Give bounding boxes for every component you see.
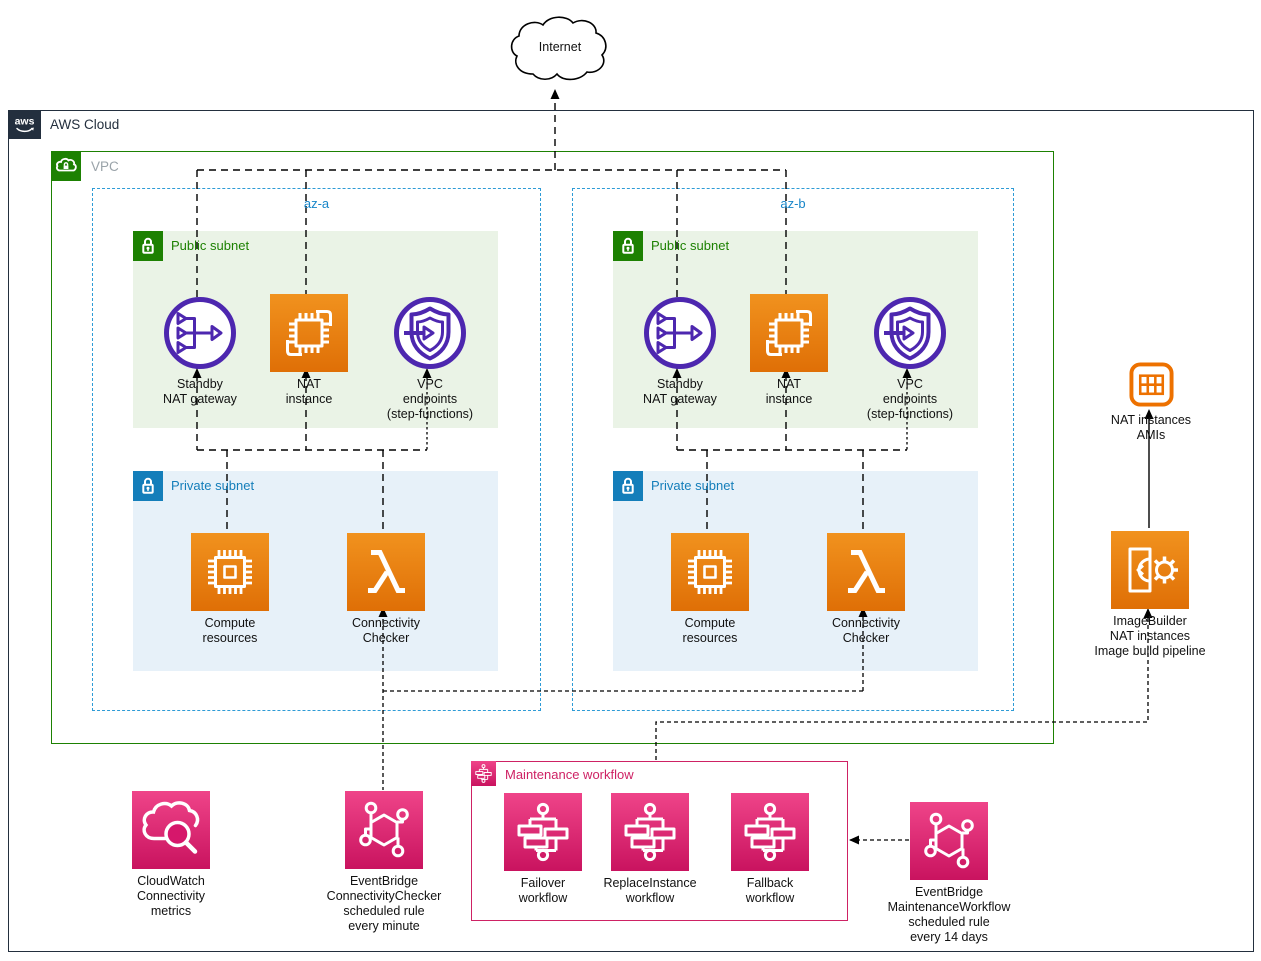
aws-logo-icon — [8, 110, 41, 139]
nat-gateway-icon — [641, 294, 719, 372]
lambda-icon — [827, 533, 905, 611]
step-functions-icon — [731, 793, 809, 871]
node-compute-resources: Compute resources — [635, 533, 785, 646]
nat-gateway-icon — [161, 294, 239, 372]
availability-zone-b: az-b Public subnet Private subnet Standb… — [572, 188, 1014, 711]
ec2-compute-icon — [671, 533, 749, 611]
step-functions-icon — [504, 793, 582, 871]
lambda-icon — [347, 533, 425, 611]
node-fallback-workflow: Fallback workflow — [695, 793, 845, 906]
internet-label: Internet — [538, 40, 582, 54]
closed-lock-icon — [613, 471, 643, 501]
step-functions-icon — [471, 761, 496, 786]
open-lock-icon — [133, 231, 163, 261]
eventbridge-icon — [345, 791, 423, 869]
node-nat-instance: NAT instance — [234, 294, 384, 407]
node-vpc-endpoints: VPC endpoints (step-functions) — [355, 294, 505, 422]
node-connectivity-checker: Connectivity Checker — [791, 533, 941, 646]
node-label: VPC endpoints (step-functions) — [866, 377, 954, 421]
private-subnet-label: Private subnet — [651, 478, 735, 493]
node-replaceinstance-workflow: ReplaceInstance workflow — [575, 793, 725, 906]
maintenance-workflow-title: Maintenance workflow — [505, 767, 634, 782]
maintenance-workflow-group: Maintenance workflow Failover workflow R… — [471, 761, 848, 921]
public-subnet-label: Public subnet — [651, 238, 730, 253]
node-nat-instance: NAT instance — [714, 294, 864, 407]
node-label: Connectivity Checker — [351, 616, 421, 645]
ec2-instance-icon — [750, 294, 828, 372]
eventbridge-icon — [910, 802, 988, 880]
step-functions-icon — [611, 793, 689, 871]
internet-cloud-icon — [510, 16, 607, 81]
vpc-container: VPC az-a Public subnet Private subnet St… — [51, 151, 1054, 744]
node-connectivity-checker: Connectivity Checker — [311, 533, 461, 646]
node-label: Compute resources — [202, 616, 258, 645]
node-label: Compute resources — [682, 616, 738, 645]
aws-cloud-container: AWS Cloud VPC az-a Public subnet Private… — [8, 110, 1254, 952]
node-standby-nat-gateway: Standby NAT gateway — [605, 294, 755, 407]
node-label: NAT instances AMIs — [1110, 413, 1192, 442]
node-label: ReplaceInstance workflow — [603, 876, 697, 905]
private-subnet-label: Private subnet — [171, 478, 255, 493]
node-label: Standby NAT gateway — [643, 377, 717, 406]
node-eventbridge-maintenance-rule: EventBridge MaintenanceWorkflow schedule… — [874, 802, 1024, 945]
node-cloudwatch-metrics: CloudWatch Connectivity metrics — [96, 791, 246, 919]
node-label: Failover workflow — [518, 876, 568, 905]
az-a-label: az-a — [303, 196, 330, 211]
node-nat-instances-amis: NAT instances AMIs — [1076, 361, 1226, 443]
node-label: Fallback workflow — [745, 876, 795, 905]
az-b-label: az-b — [780, 196, 806, 211]
node-label: Connectivity Checker — [831, 616, 901, 645]
ami-icon — [1128, 361, 1175, 408]
node-compute-resources: Compute resources — [155, 533, 305, 646]
closed-lock-icon — [133, 471, 163, 501]
node-label: EventBridge ConnectivityChecker schedule… — [326, 874, 442, 933]
node-label: NAT instance — [285, 377, 333, 406]
ec2-compute-icon — [191, 533, 269, 611]
vpc-endpoints-icon — [871, 294, 949, 372]
availability-zone-a: az-a Public subnet Private subnet Standb… — [92, 188, 541, 711]
node-standby-nat-gateway: Standby NAT gateway — [125, 294, 275, 407]
node-label: ImageBuilder NAT instances Image build p… — [1094, 614, 1206, 658]
node-label: NAT instance — [765, 377, 813, 406]
public-subnet-label: Public subnet — [171, 238, 250, 253]
node-failover-workflow: Failover workflow — [468, 793, 618, 906]
vpc-icon — [51, 151, 81, 181]
vpc-label: VPC — [91, 159, 119, 174]
open-lock-icon — [613, 231, 643, 261]
node-label: EventBridge MaintenanceWorkflow schedule… — [887, 885, 1011, 944]
node-label: VPC endpoints (step-functions) — [386, 377, 474, 421]
ec2-instance-icon — [270, 294, 348, 372]
node-vpc-endpoints: VPC endpoints (step-functions) — [835, 294, 985, 422]
vpc-endpoints-icon — [391, 294, 469, 372]
node-eventbridge-connectivity-rule: EventBridge ConnectivityChecker schedule… — [309, 791, 459, 934]
cloudwatch-icon — [132, 791, 210, 869]
aws-cloud-label: AWS Cloud — [50, 117, 120, 132]
node-label: Standby NAT gateway — [163, 377, 237, 406]
node-image-builder: ImageBuilder NAT instances Image build p… — [1075, 531, 1225, 659]
image-builder-icon — [1111, 531, 1189, 609]
node-label: CloudWatch Connectivity metrics — [136, 874, 206, 918]
